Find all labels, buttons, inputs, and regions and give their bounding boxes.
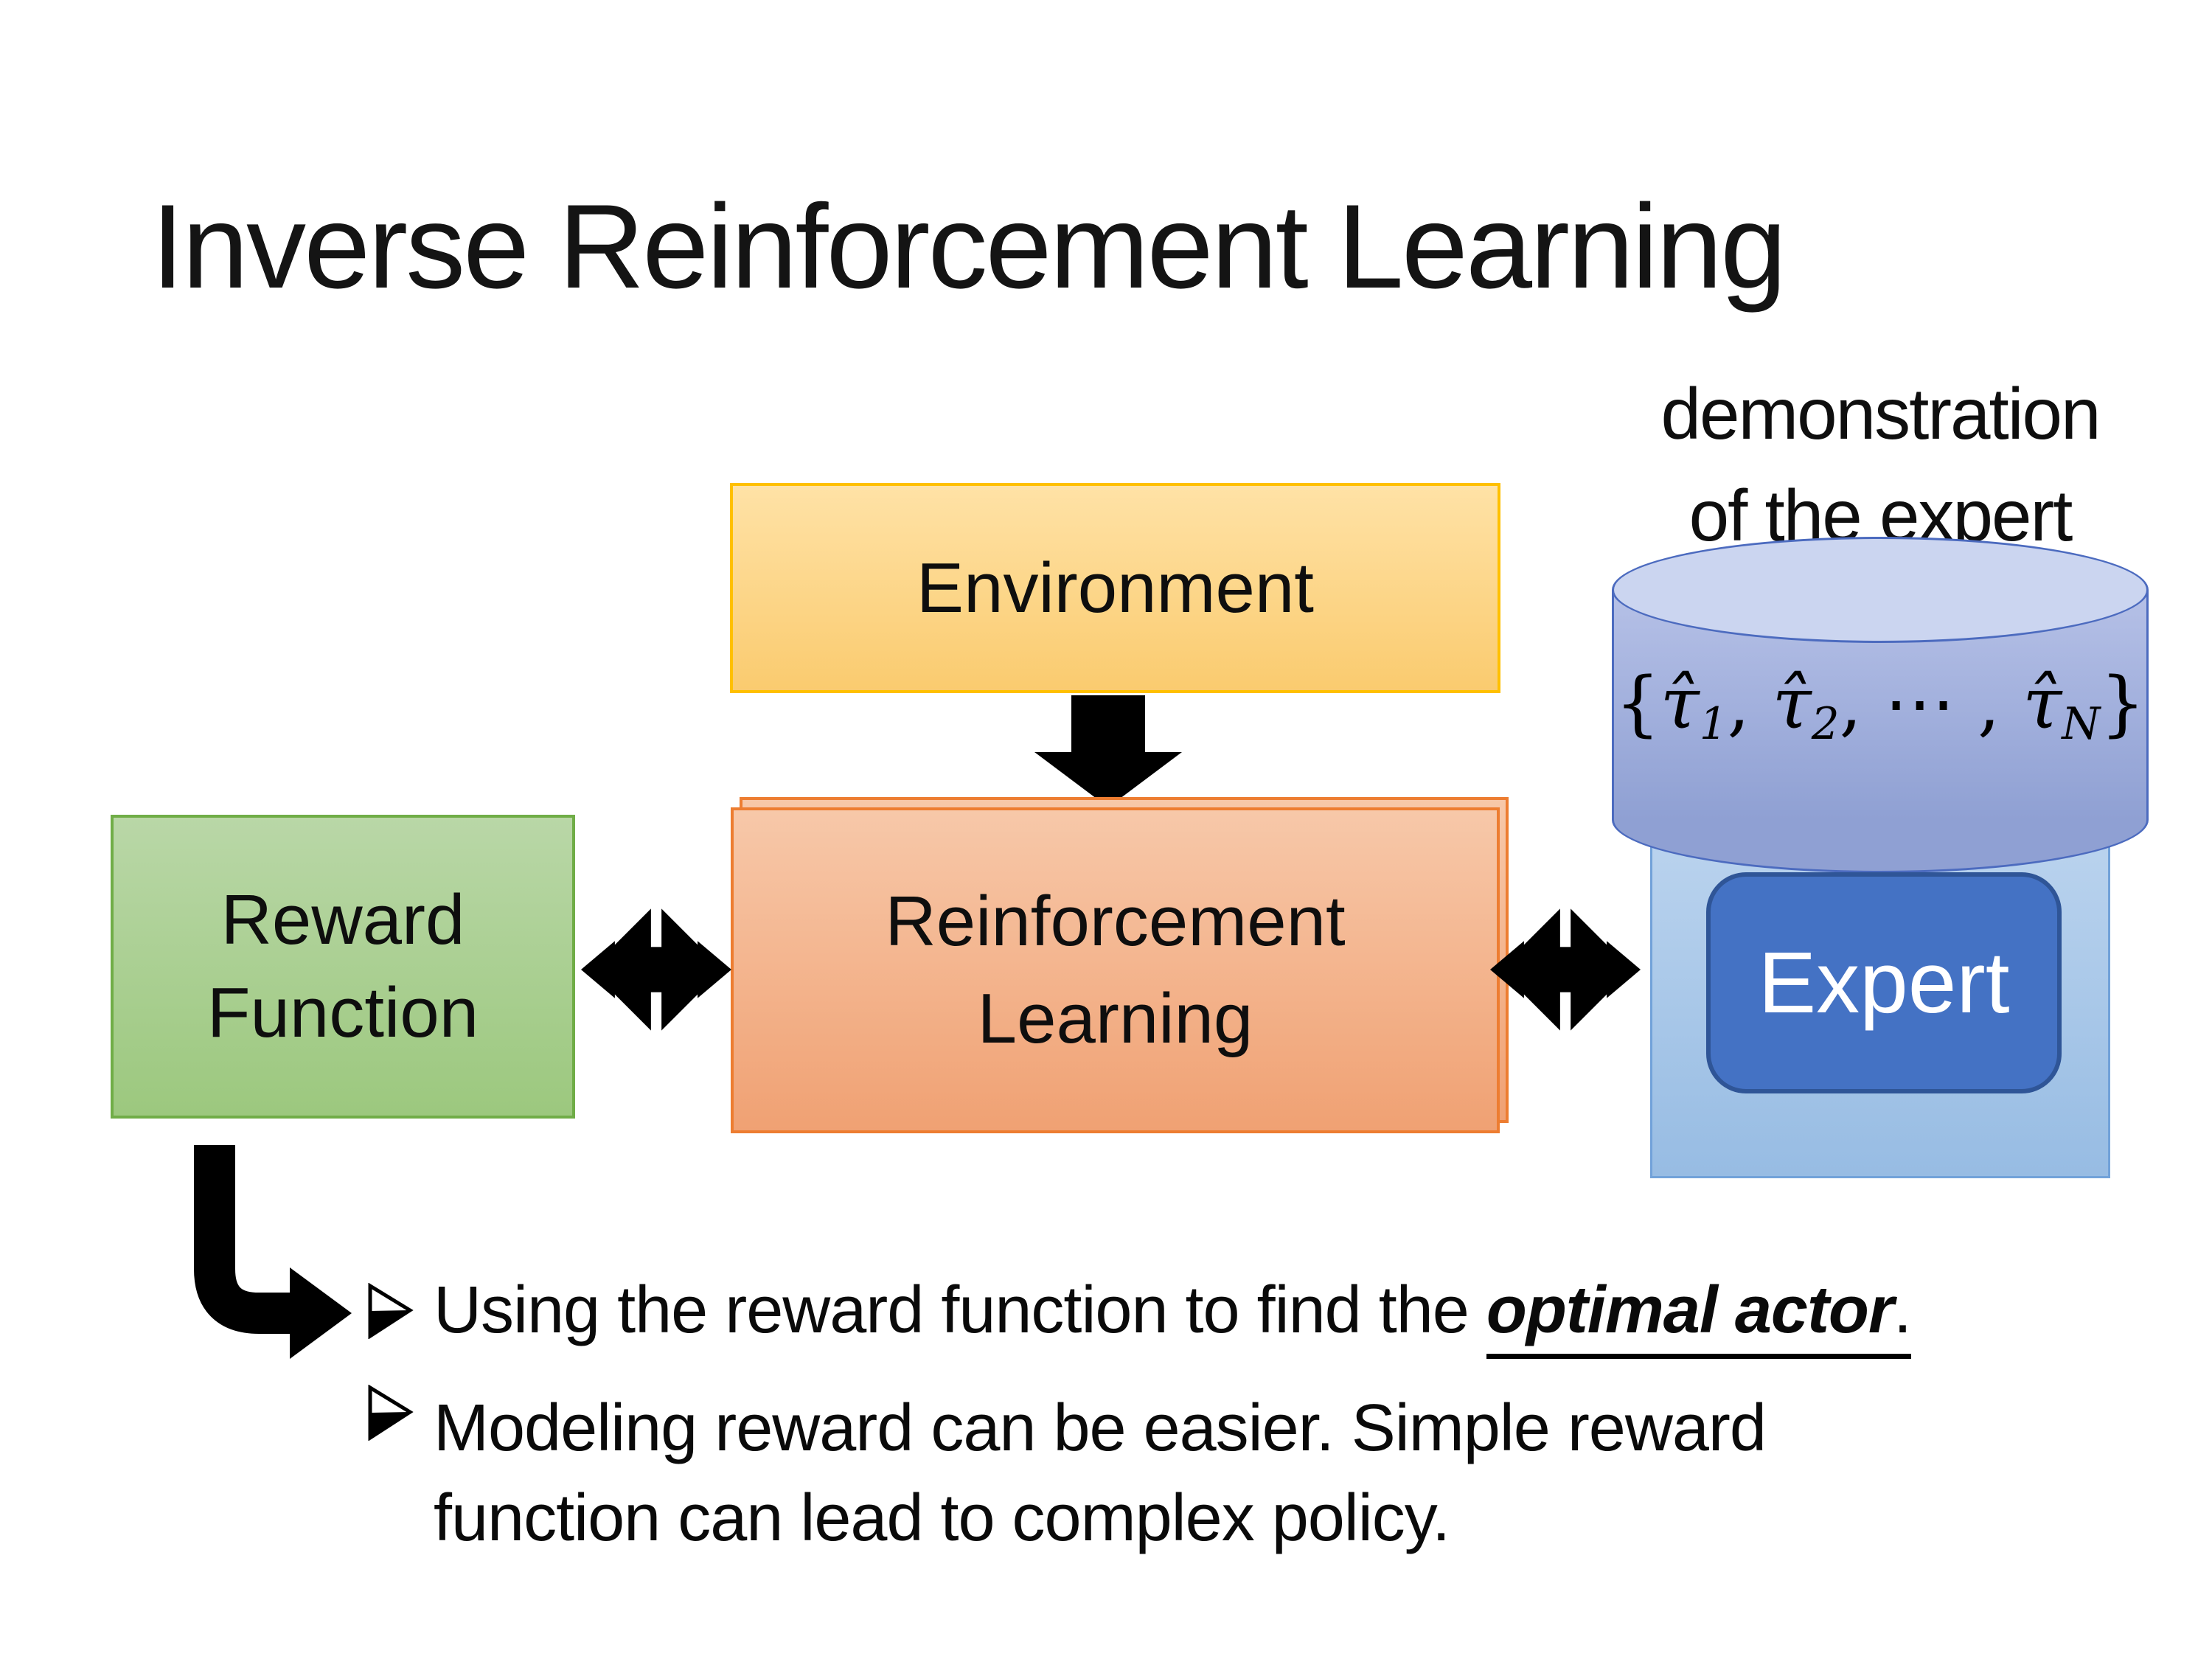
bullet1-emphasis: optimal actor: [1486, 1273, 1894, 1347]
reward-function-box: Reward Function: [111, 815, 575, 1119]
elbow-arrow-icon: [194, 1145, 352, 1359]
environment-box: Environment: [730, 483, 1500, 693]
bullet1-prefix: Using the reward function to find the: [434, 1273, 1486, 1347]
reward-label-line2: Function: [206, 973, 479, 1052]
environment-label: Environment: [917, 548, 1314, 627]
bullet1-underlined: optimal actor.: [1486, 1273, 1912, 1359]
reinforcement-label-line1: Reinforcement: [885, 882, 1346, 961]
cylinder-top: [1612, 537, 2149, 643]
page-title: Inverse Reinforcement Learning: [151, 180, 1787, 313]
reward-label-line1: Reward: [220, 880, 465, 959]
reinforcement-learning-box: Reinforcement Learning: [731, 807, 1500, 1133]
bullet-item-2: Modeling reward can be easier. Simple re…: [434, 1383, 1767, 1563]
down-arrow-icon: [1034, 695, 1182, 807]
trajectory-formula: {τ̂1, τ̂2, ⋯ , τ̂N}: [1615, 662, 2146, 750]
expert-box: Expert: [1706, 872, 2062, 1093]
bullet-arrow-icon: [368, 1283, 414, 1339]
double-arrow-left-icon: [581, 894, 731, 1045]
bullet2-line2: function can lead to complex policy.: [434, 1481, 1450, 1555]
bullet-item-1: Using the reward function to find the op…: [434, 1265, 1912, 1359]
bullet-arrow-icon: [368, 1385, 414, 1441]
bullet1-suffix: .: [1893, 1273, 1912, 1347]
bullet2-line1: Modeling reward can be easier. Simple re…: [434, 1391, 1767, 1465]
reinforcement-label-line2: Learning: [977, 979, 1253, 1058]
demonstration-label: demonstration of the expert: [1548, 363, 2212, 566]
demonstration-label-line1: demonstration: [1660, 373, 2101, 454]
double-arrow-right-icon: [1490, 894, 1641, 1045]
expert-label: Expert: [1758, 934, 2010, 1032]
